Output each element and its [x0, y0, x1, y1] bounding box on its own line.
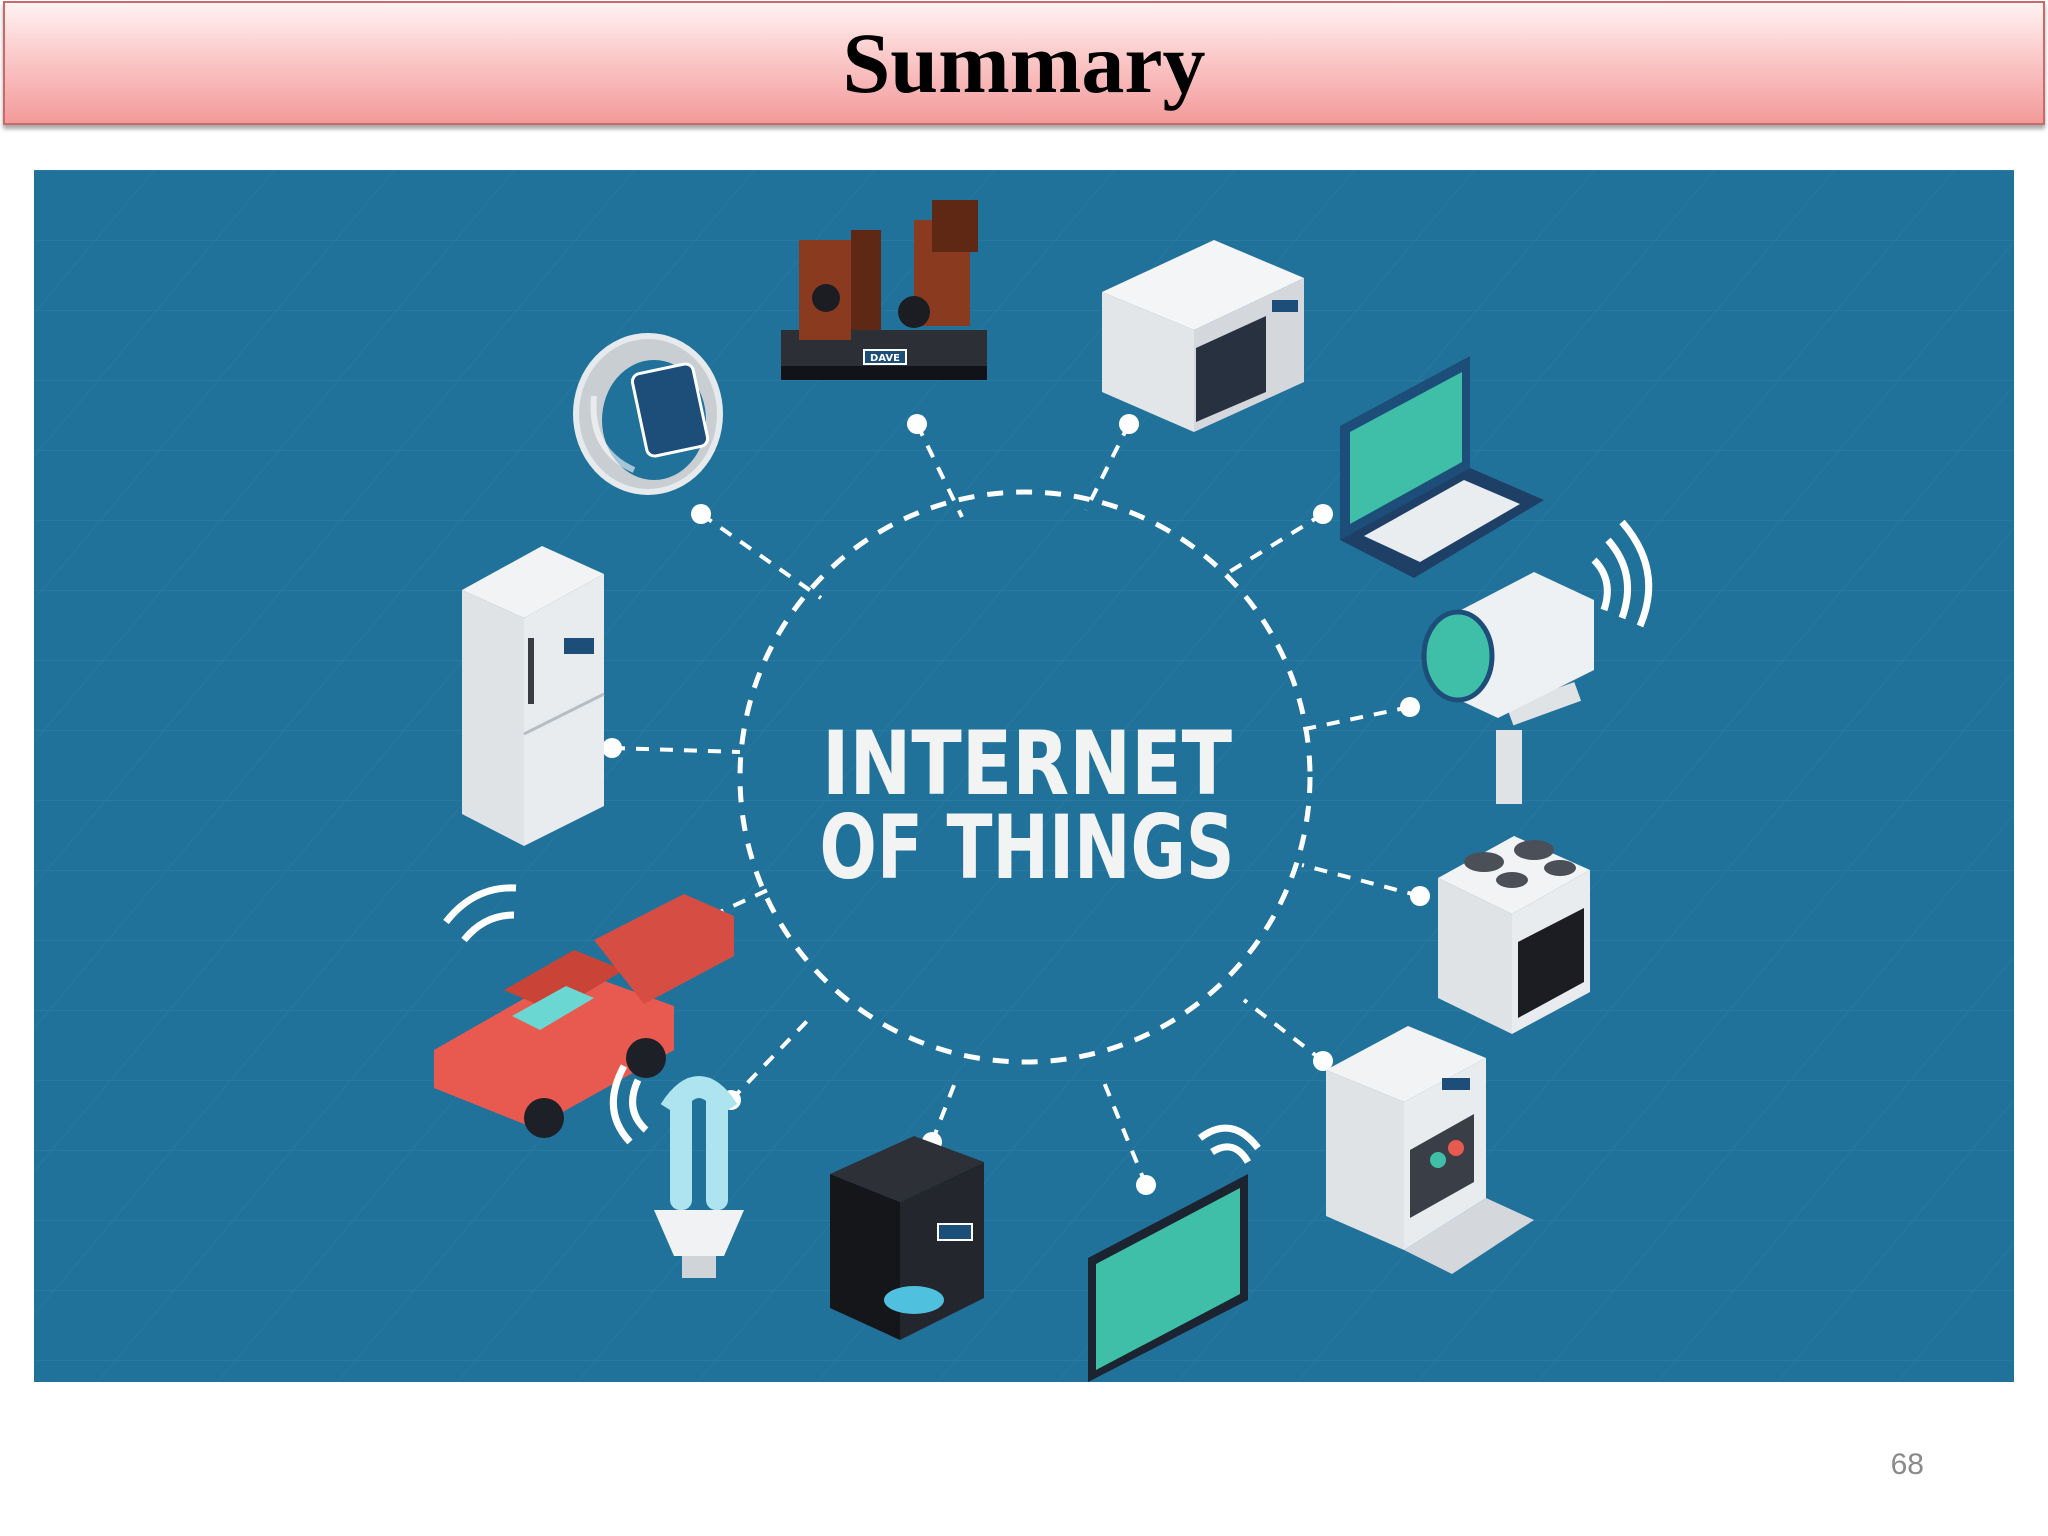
connector-fridge: [611, 746, 741, 754]
headline-line-2: OF THINGS: [820, 796, 1235, 899]
connector-speakers: [915, 423, 964, 518]
headline-line-1: INTERNET: [822, 712, 1232, 815]
iot-illustration-svg: INTERNET OF THINGS: [34, 170, 2014, 1382]
microwave-icon: [1102, 240, 1304, 432]
connector-tv: [1099, 1074, 1148, 1186]
brand-label-speakers: DAVE: [870, 353, 900, 364]
connector-coffee: [930, 1079, 958, 1143]
central-ring: [737, 489, 1313, 1065]
dishwasher-icon: [1326, 1026, 1534, 1274]
television-icon: [1088, 1124, 1261, 1382]
connector-bulb: [729, 1014, 814, 1102]
connector-camera: [1299, 705, 1411, 732]
light-bulb-icon: [609, 1064, 744, 1278]
title-bar: Summary: [3, 1, 2045, 125]
page-number: 68: [1890, 1448, 1924, 1481]
stove-icon: [1438, 836, 1590, 1034]
slide-title: Summary: [842, 15, 1206, 111]
floor-grid: [34, 170, 2014, 1382]
iot-illustration: INTERNET OF THINGS: [34, 170, 2014, 1382]
connector-microwave: [1084, 423, 1131, 511]
laptop-icon: [1340, 356, 1544, 578]
security-camera-icon: [1421, 519, 1653, 804]
fridge-icon: [462, 546, 605, 846]
connector-laptop: [1224, 512, 1325, 576]
car-icon: [434, 884, 734, 1138]
smartwatch-icon: [573, 333, 723, 495]
coffee-maker-icon: [830, 1136, 984, 1340]
speakers-icon: DAVE: [781, 200, 987, 380]
connector-watch: [699, 512, 823, 600]
connector-stove: [1301, 863, 1421, 898]
connector-dishwasher: [1242, 998, 1325, 1063]
